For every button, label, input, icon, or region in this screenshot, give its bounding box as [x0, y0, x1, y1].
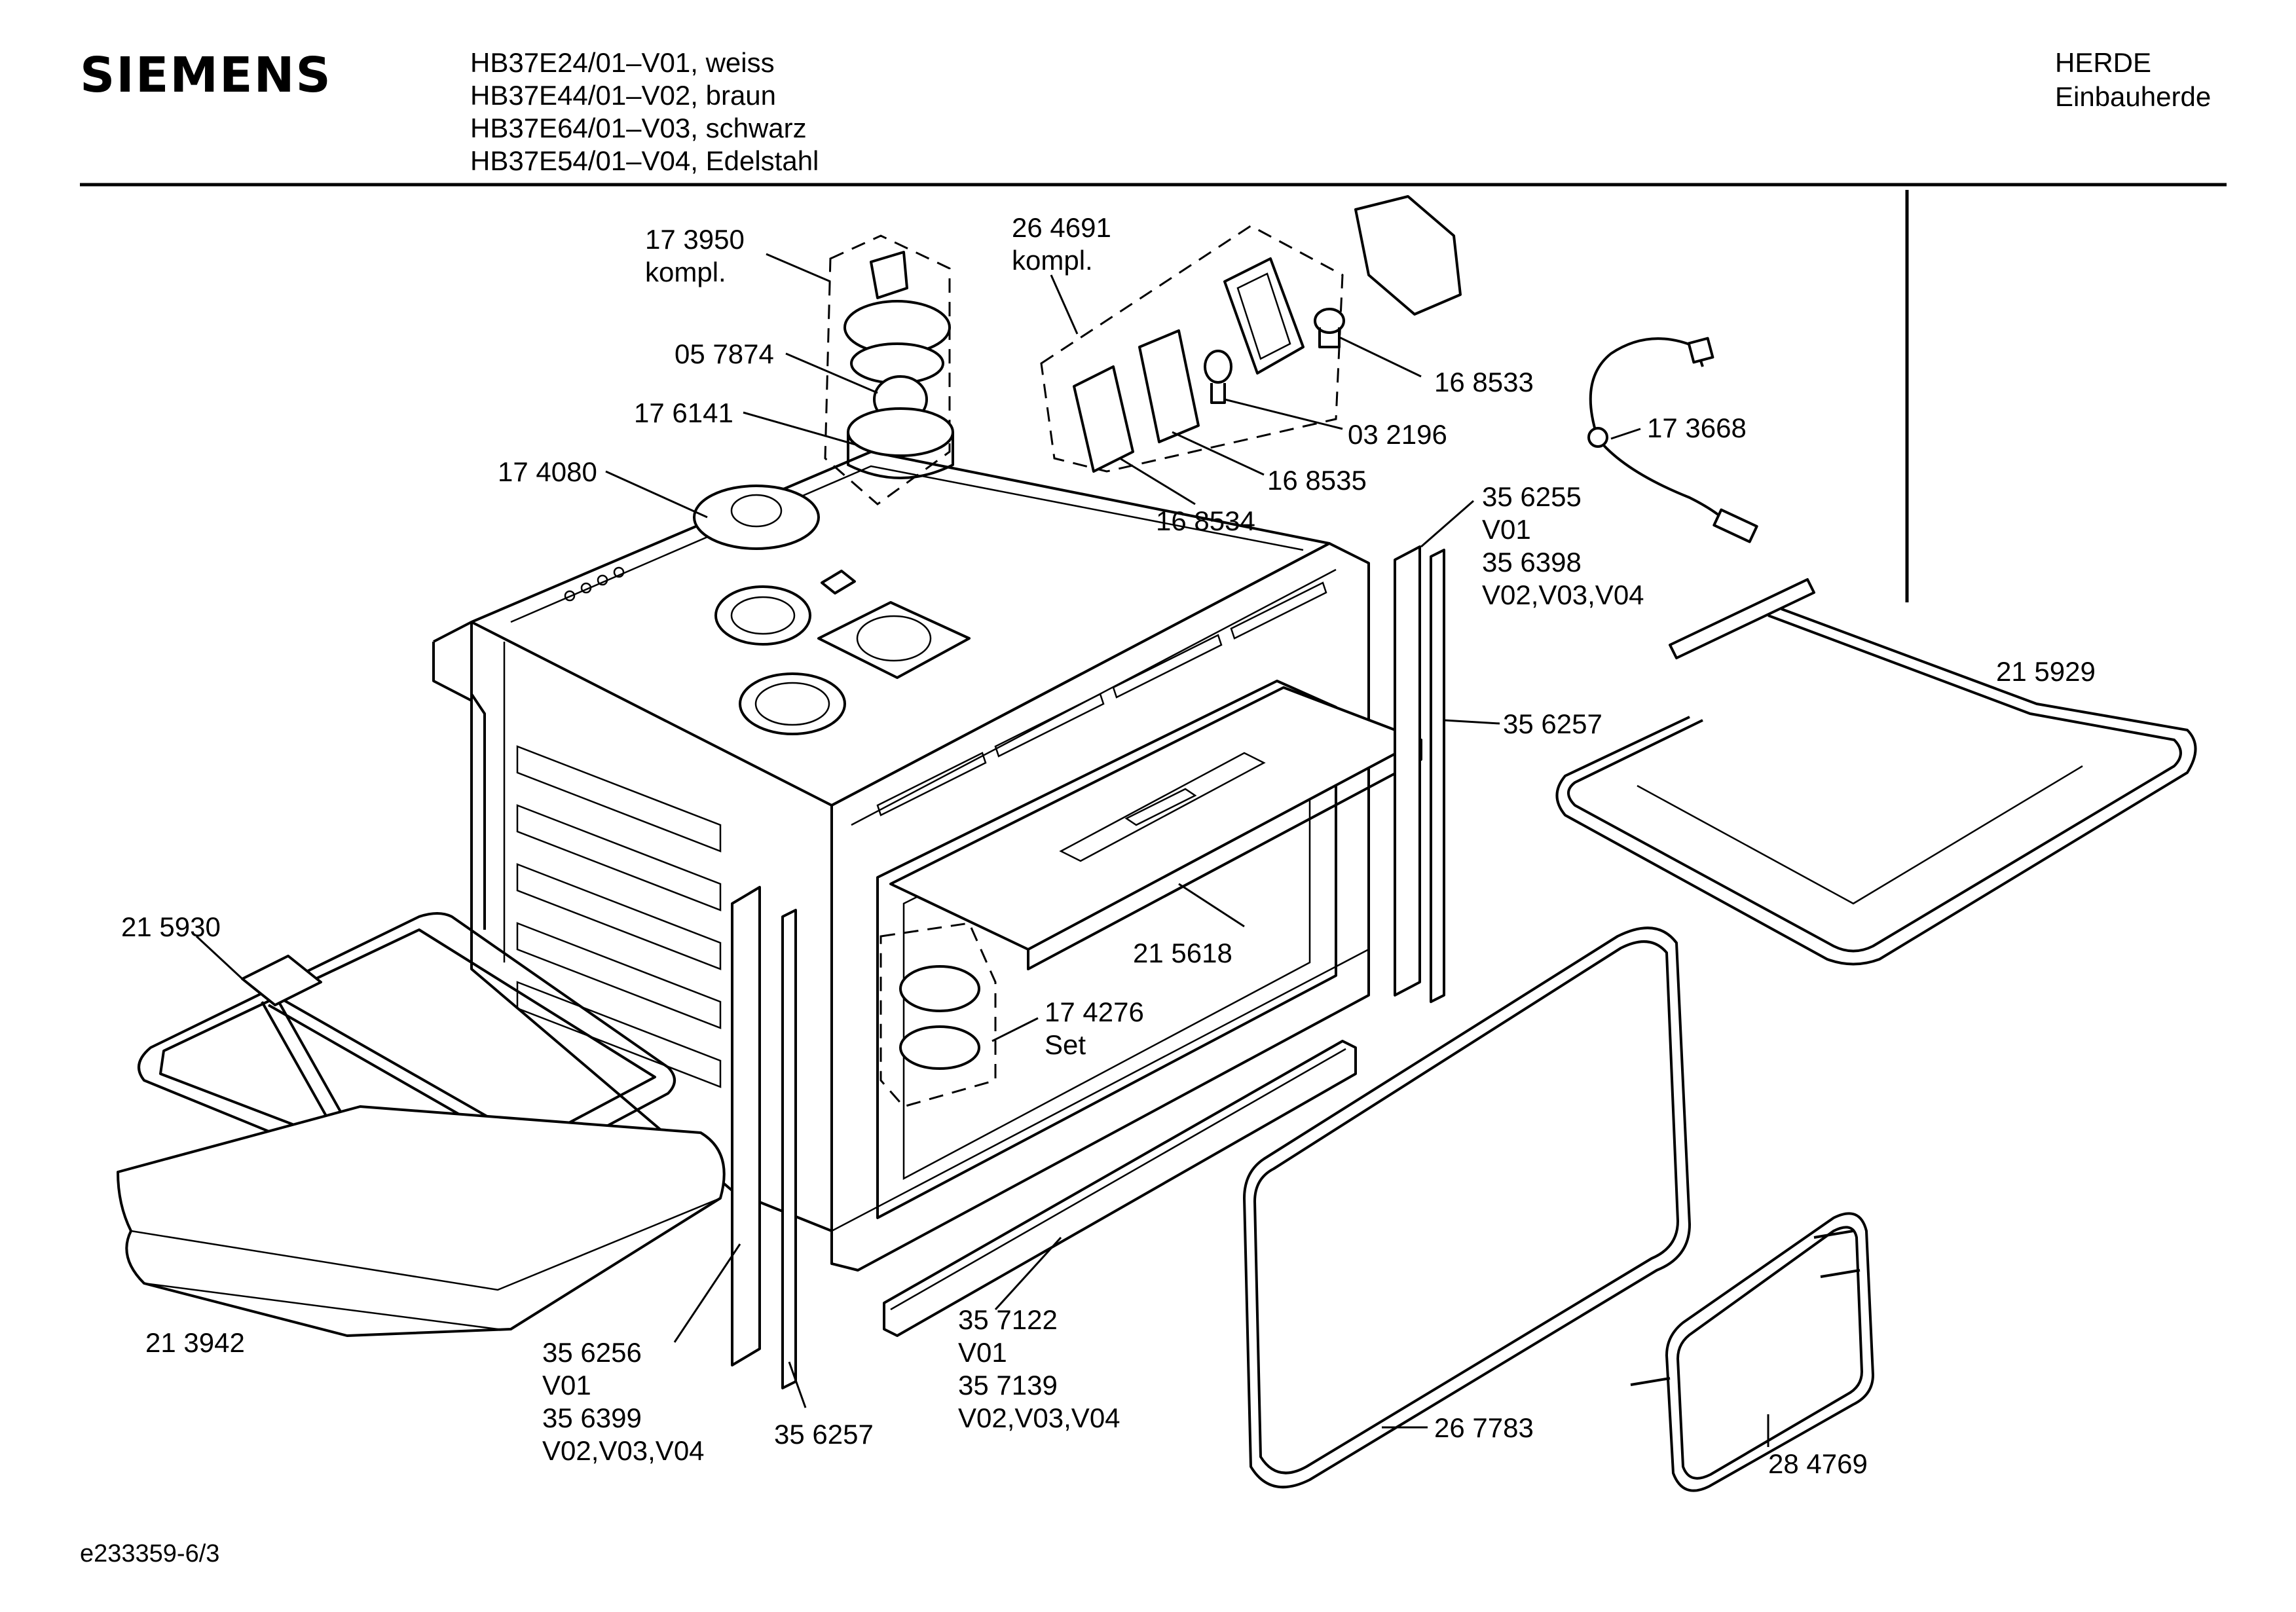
callout-264691-note: kompl. [1012, 245, 1093, 276]
brand-logo: SIEMENS [80, 47, 332, 103]
callout-173950-note: kompl. [645, 257, 726, 287]
fitting-176141 [847, 407, 954, 479]
socket-168533 [1314, 308, 1345, 348]
callout-357122-variant: V01 [958, 1337, 1007, 1368]
side-rail-left [731, 886, 797, 1389]
callout-357139-number: 35 7139 [958, 1370, 1058, 1401]
callout-labels: 17 3950 kompl. 26 4691 kompl. 05 7874 17… [121, 212, 2096, 1479]
callout-357139-variant: V02,V03,V04 [958, 1402, 1120, 1433]
callout-168534: 16 8534 [1156, 505, 1255, 536]
group-outline-173950 [824, 234, 951, 505]
plate-174080 [693, 485, 820, 550]
subcategory-label: Einbauherde [2055, 81, 2211, 112]
callout-264691-number: 26 4691 [1012, 212, 1111, 243]
callout-356257-bottom: 35 6257 [774, 1419, 874, 1450]
callout-356255-number: 35 6255 [1482, 481, 1582, 512]
door-frame-284769 [1630, 1212, 1874, 1492]
callout-057874: 05 7874 [675, 339, 774, 369]
switch-057874 [843, 251, 951, 424]
lamp-housing [1223, 257, 1305, 375]
callout-356256-number: 35 6256 [542, 1337, 642, 1368]
insulation-213942 [117, 1105, 726, 1337]
frame-168534 [1073, 365, 1134, 473]
callout-174276-number: 17 4276 [1045, 997, 1144, 1027]
callout-215618: 21 5618 [1133, 938, 1232, 968]
side-rail-right [1394, 545, 1445, 1003]
callout-356399-number: 35 6399 [542, 1402, 642, 1433]
group-outline-264691 [1040, 225, 1344, 473]
door-seal-267783 [1243, 926, 1691, 1489]
bottom-rail-357122 [883, 1040, 1357, 1337]
callout-168535: 16 8535 [1267, 465, 1367, 496]
callout-032196: 03 2196 [1348, 419, 1447, 450]
callout-174080: 17 4080 [498, 456, 597, 487]
model-line-3: HB37E64/01–V03, schwarz [470, 113, 807, 143]
callout-213942: 21 3942 [145, 1327, 245, 1358]
callout-284769: 28 4769 [1768, 1448, 1868, 1479]
document-id: e233359-6/3 [80, 1540, 219, 1567]
callout-356398-variant: V02,V03,V04 [1482, 579, 1644, 610]
callout-356255-variant: V01 [1482, 514, 1531, 545]
lightcover-174276 [880, 922, 997, 1108]
lamp-032196 [1204, 350, 1232, 404]
model-line-1: HB37E24/01–V01, weiss [470, 47, 775, 78]
heater-215929 [1555, 578, 2197, 966]
callout-173668: 17 3668 [1647, 412, 1747, 443]
leader-lines [195, 253, 1769, 1447]
callout-356256-variant: V01 [542, 1370, 591, 1401]
model-line-2: HB37E44/01–V02, braun [470, 80, 776, 111]
callout-215929: 21 5929 [1996, 656, 2096, 687]
callout-168533: 16 8533 [1434, 367, 1534, 397]
bracket-top [1354, 195, 1462, 316]
callout-356399-variant: V02,V03,V04 [542, 1435, 705, 1466]
callout-267783: 26 7783 [1434, 1412, 1534, 1443]
callout-356257-right: 35 6257 [1503, 708, 1602, 739]
callout-174276-note: Set [1045, 1029, 1086, 1060]
plate-168535 [1138, 329, 1200, 443]
callout-215930: 21 5930 [121, 911, 221, 942]
callout-176141: 17 6141 [634, 397, 733, 428]
model-line-4: HB37E54/01–V04, Edelstahl [470, 145, 819, 176]
sensor-173668 [1587, 337, 1758, 543]
callout-356398-number: 35 6398 [1482, 547, 1582, 577]
callout-173950-number: 17 3950 [645, 224, 745, 255]
callout-357122-number: 35 7122 [958, 1304, 1058, 1335]
header: SIEMENS HB37E24/01–V01, weiss HB37E44/01… [80, 47, 2227, 187]
category-label: HERDE [2055, 47, 2151, 78]
